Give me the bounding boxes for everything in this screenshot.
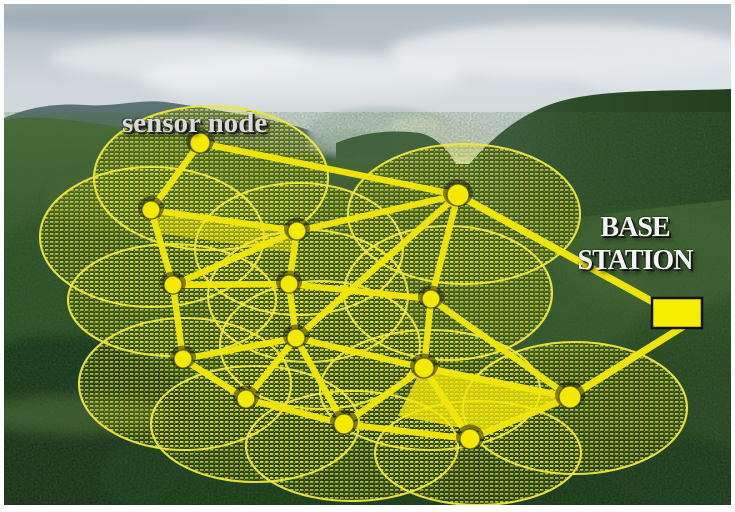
dense-overlap-patch-texture (151, 211, 298, 252)
network-link (196, 139, 462, 199)
sensor-node-dot (459, 428, 481, 450)
sensor-node-dot (287, 221, 307, 241)
network-link (427, 191, 462, 303)
network-link (169, 280, 293, 289)
sensor-node-dot (236, 389, 256, 409)
network-links (147, 139, 688, 443)
network-link (179, 334, 300, 363)
network-link (292, 334, 428, 372)
sensor-node-dot (163, 275, 183, 295)
base-station-link (454, 191, 659, 307)
network-link (340, 364, 428, 428)
network-overlay (38, 104, 704, 505)
network-link (292, 334, 348, 428)
sensor-node-dot (173, 349, 193, 369)
sensor-node-dot (413, 357, 435, 379)
sensor-node-dot (286, 328, 306, 348)
network-link (293, 191, 462, 235)
network-link (169, 227, 301, 289)
network-link (427, 295, 574, 401)
network-link (340, 420, 474, 443)
base-station-rect (650, 296, 704, 330)
sensor-node-dot (421, 289, 441, 309)
scene-photo: sensor node BASE STATION (4, 4, 731, 505)
sensor-nodes (138, 128, 585, 450)
dense-overlap-patches (151, 211, 570, 432)
network-link (420, 364, 574, 401)
sensor-node-dot (189, 132, 211, 154)
network-link (292, 191, 462, 342)
sensor-node-dot (141, 200, 161, 220)
dense-overlap-patch-texture (398, 364, 570, 432)
sensor-node-dot (333, 413, 355, 435)
base-station (650, 296, 704, 330)
network-link (147, 139, 204, 214)
network-link (242, 395, 348, 428)
sensor-node-dot (446, 183, 470, 207)
network-link (285, 280, 435, 303)
sensor-node-dot (279, 274, 299, 294)
base-station-link (566, 322, 688, 401)
network-link (466, 393, 574, 443)
sensor-node-dot (558, 385, 582, 409)
coverage-areas (38, 104, 689, 505)
network-link (147, 206, 301, 235)
